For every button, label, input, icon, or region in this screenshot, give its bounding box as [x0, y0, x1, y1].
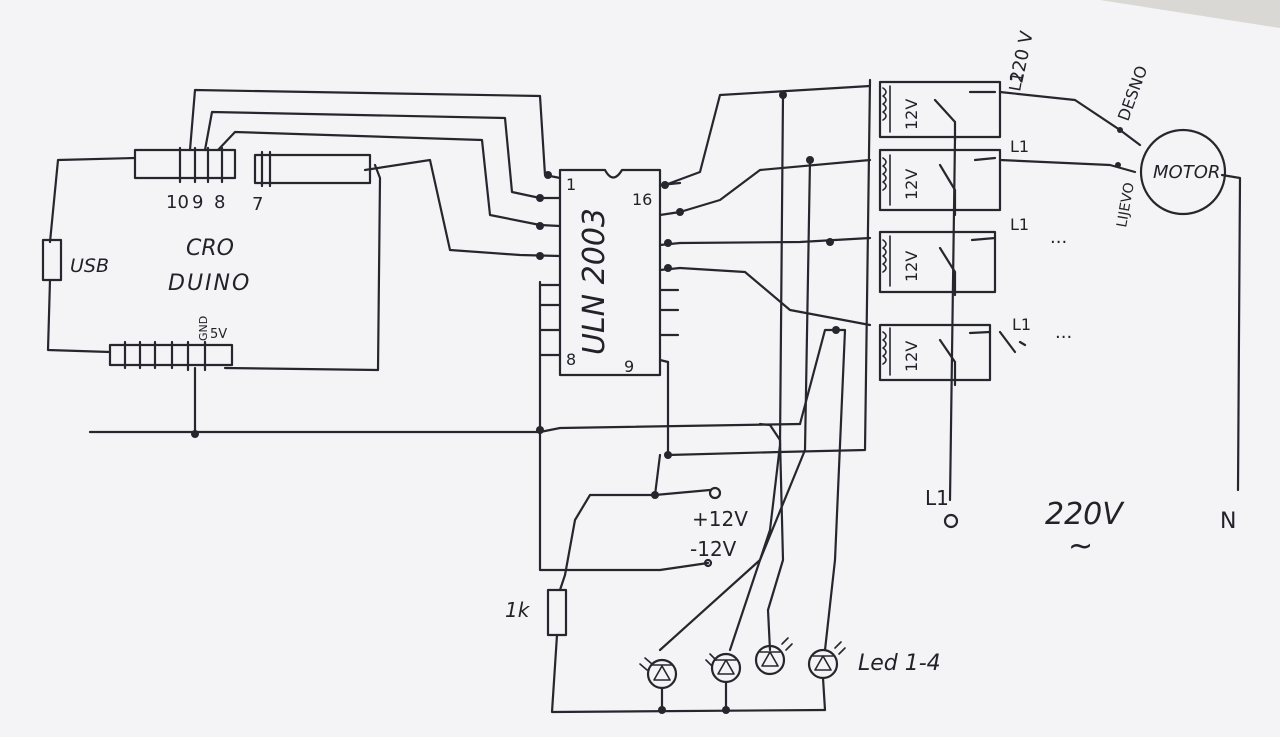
relay-3-line: L1 — [1010, 215, 1029, 234]
chip-name: ULN 2003 — [577, 208, 612, 355]
usb-connector — [41, 238, 63, 282]
bottom-pin-header: GND 5V — [108, 316, 234, 436]
relay-4-line: L1 — [1012, 315, 1031, 334]
relay-3: 12V — [878, 230, 997, 297]
relay-line-labels: L1 L1 L1 L1 ... ... — [998, 71, 1072, 354]
l1-terminal-label: L1 — [925, 486, 949, 510]
chip-pin8-label: 8 — [566, 350, 576, 369]
relay-3-dots: ... — [1050, 227, 1067, 248]
board-label-line1: CRO — [186, 236, 234, 261]
plus-12v-terminal — [708, 486, 722, 500]
5v-label: 5V — [210, 327, 227, 342]
relay-1: 12V — [878, 80, 1002, 142]
uln2003-chip: ULN 2003 1 16 8 9 — [558, 168, 682, 377]
led-3 — [754, 637, 793, 676]
relay-2: 12V — [878, 148, 1002, 217]
relay-4: 12V — [878, 323, 992, 387]
mains-symbol: ~ — [1068, 529, 1093, 564]
chip-pin9-label: 9 — [624, 357, 634, 376]
usb-label: USB — [70, 255, 109, 277]
led-2 — [705, 652, 742, 712]
minus-12v-terminal — [703, 558, 713, 568]
motor-dir-left: LIJEVO — [1114, 181, 1138, 228]
relay-2-line: L1 — [1010, 137, 1029, 156]
pin-label-7: 7 — [252, 194, 263, 215]
mains-label: 220V ~ — [1045, 497, 1125, 564]
relay-1-line: L1 — [1005, 71, 1027, 93]
relay-4-dots: ... — [1055, 322, 1072, 343]
board-label-line2: DUINO — [168, 271, 251, 296]
gnd-label: GND — [197, 316, 210, 341]
arduino-board: USB CRO DUINO — [41, 156, 382, 372]
relay-3-coil: 12V — [902, 251, 921, 282]
leds-label: Led 1-4 — [858, 651, 941, 676]
pin-label-9: 9 — [192, 192, 203, 213]
phase-wire: L1 — [925, 136, 959, 529]
top-pin-header: 10 9 8 7 — [133, 146, 372, 215]
chip-pin1-label: 1 — [566, 175, 576, 194]
mains-voltage: 220V — [1045, 497, 1125, 532]
minus-12v-label: -12V — [690, 537, 737, 561]
resistor-label: 1k — [505, 598, 531, 622]
resistor-1k: 1k — [505, 588, 827, 714]
pin-label-10: 10 — [166, 192, 189, 213]
relay-1-coil: 12V — [902, 99, 921, 130]
plus-12v-label: +12V — [692, 507, 748, 531]
motor: MOTOR DESNO LIJEVO 220 V N — [998, 29, 1242, 534]
motor-circle — [1139, 128, 1227, 216]
l1-terminal — [943, 513, 959, 529]
motor-label: MOTOR — [1153, 162, 1220, 183]
relay-4-coil: 12V — [902, 341, 921, 372]
junctions — [191, 91, 1123, 714]
pin-label-8: 8 — [214, 192, 225, 213]
power-supply: +12V -12V — [558, 486, 748, 592]
leds: Led 1-4 — [639, 93, 941, 712]
chip-pin16-label: 16 — [632, 190, 652, 209]
neutral-label: N — [1220, 509, 1236, 534]
led-1 — [639, 657, 678, 712]
led-4 — [807, 641, 846, 712]
relay-2-coil: 12V — [902, 169, 921, 200]
